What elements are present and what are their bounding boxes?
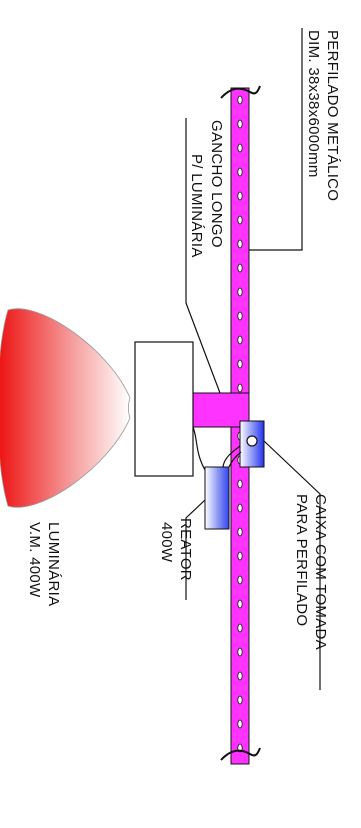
perfilado-hole: [237, 215, 243, 225]
perfilado-holes: [237, 95, 243, 753]
leader-reator: [185, 499, 206, 600]
perfilado-hole: [237, 599, 243, 609]
break-mark-bottom: [220, 747, 261, 761]
leader-perfilado: [249, 28, 303, 251]
perfilado-hole: [237, 527, 243, 537]
perfilado-hole: [237, 263, 243, 273]
perfilado-hole: [237, 95, 243, 105]
label-caixa-line2: PARA PERFILADO: [293, 494, 310, 626]
label-gancho: GANCHO LONGO P/ LUMINÁRIA: [188, 120, 225, 258]
label-luminaria-line1: LUMINÁRIA: [45, 522, 62, 606]
perfilado-hole: [237, 143, 243, 153]
perfilado-hole: [237, 311, 243, 321]
perfilado-hole: [237, 623, 243, 633]
wiring: [192, 426, 242, 471]
luminaria-reflector: [0, 308, 131, 508]
label-perfilado: PERFILADO METÁLICO DIM. 38x38x6000mm: [305, 30, 341, 201]
label-luminaria: LUMINÁRIA V.M. 400W: [26, 522, 62, 606]
label-caixa: CAIXA COM TOMADA PARA PERFILADO: [293, 494, 329, 650]
label-perfilado-line2: DIM. 38x38x6000mm: [305, 30, 322, 178]
perfilado-hole: [237, 287, 243, 297]
perfilado-hole: [237, 239, 243, 249]
label-reator: REATOR 400W: [158, 518, 194, 581]
luminaria-housing: [134, 341, 194, 477]
perfilado-hole: [237, 119, 243, 129]
perfilado-hole: [237, 383, 243, 393]
label-gancho-line2: P/ LUMINÁRIA: [188, 154, 205, 258]
label-reator-line1: REATOR: [177, 518, 194, 581]
perfilado-hole: [237, 671, 243, 681]
wire-reator-caixa-2: [222, 445, 241, 468]
perfilado-hole: [237, 575, 243, 585]
perfilado-hole: [237, 719, 243, 729]
caixa-com-tomada: [239, 420, 265, 468]
leader-lines: [185, 28, 321, 690]
perfilado-hole: [237, 503, 243, 513]
perfilado-hole: [237, 191, 243, 201]
label-gancho-line1: GANCHO LONGO: [208, 120, 225, 248]
label-luminaria-line2: V.M. 400W: [26, 522, 43, 598]
break-mark-top: [220, 85, 261, 99]
label-caixa-line1: CAIXA COM TOMADA: [312, 494, 329, 650]
perfilado-hole: [237, 647, 243, 657]
perfilado-hole: [237, 167, 243, 177]
wire-housing-reator: [192, 426, 206, 471]
leader-caixa: [263, 440, 321, 690]
reator-body: [204, 466, 230, 530]
perfilado-hole: [237, 551, 243, 561]
leader-gancho: [185, 118, 221, 394]
perfilado-hole: [237, 695, 243, 705]
perfilado-hole: [237, 335, 243, 345]
perfilado-hole: [237, 479, 243, 489]
wire-reator-caixa: [228, 451, 242, 468]
label-reator-line2: 400W: [158, 522, 175, 563]
outlet-circle-icon: [246, 435, 258, 447]
label-perfilado-line1: PERFILADO METÁLICO: [324, 30, 341, 201]
perfilado-hole: [237, 359, 243, 369]
